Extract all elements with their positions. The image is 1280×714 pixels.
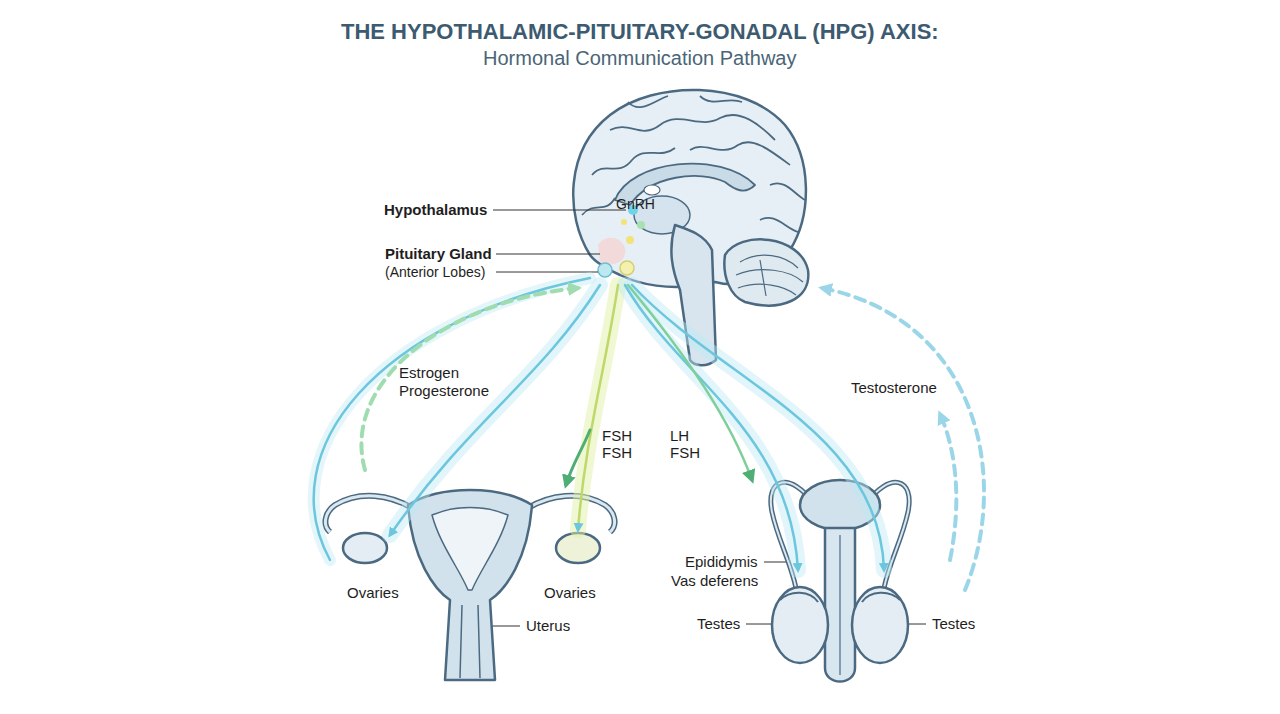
pituitary-lobe <box>598 263 612 277</box>
hormone-label: FSH <box>600 427 634 445</box>
testis <box>852 587 908 663</box>
glow-band <box>578 285 618 530</box>
hypothalamic-area <box>598 238 625 264</box>
hypothalamus-dot <box>637 221 645 229</box>
hormone-label: GnRH <box>616 196 655 213</box>
feedback-line <box>314 278 590 560</box>
cerebellum-folia <box>736 255 803 296</box>
hormone-arrow <box>625 285 798 570</box>
hormone-label: FSH <box>668 444 702 462</box>
drawing-part <box>770 183 805 200</box>
drawing-part <box>760 260 766 296</box>
epididymis <box>780 593 818 602</box>
ovary <box>343 533 387 563</box>
lh-arrow <box>628 285 752 480</box>
gnrh-dot <box>626 236 634 244</box>
drawing-part <box>690 142 790 165</box>
pituitary-lobe <box>620 261 634 275</box>
drawing-part <box>736 270 803 282</box>
hormone-label: Testosterone <box>849 379 939 397</box>
ventricle <box>644 185 660 195</box>
structure-label: Pituitary Gland <box>383 245 494 263</box>
glow-band <box>390 285 600 535</box>
organ-label: Testes <box>930 615 977 633</box>
hormone-label: Progesterone <box>397 382 491 400</box>
organ-label: Ovaries <box>345 584 401 602</box>
structure-sublabel: (Anterior Lobes) <box>383 264 487 281</box>
drawing-part <box>760 218 798 232</box>
drawing-part <box>493 210 626 211</box>
drawing-part <box>746 624 772 625</box>
hormone-arrow <box>390 285 600 535</box>
drawing-part <box>738 284 796 295</box>
drawing-part <box>628 96 668 107</box>
testis <box>772 587 828 663</box>
hormone-label: Estrogen <box>397 364 461 382</box>
organ-label: Testes <box>695 615 742 633</box>
glow-band <box>314 278 590 560</box>
epididymis <box>862 593 900 602</box>
cerebellum <box>724 239 808 305</box>
drawing-part <box>610 115 775 140</box>
leader-lines <box>478 210 926 626</box>
subtitle: Hormonal Communication Pathway <box>483 46 796 70</box>
hormone-pathways <box>314 278 984 590</box>
organ-label: Uterus <box>524 617 572 635</box>
hormone-arrow <box>578 285 618 530</box>
penis <box>825 528 855 682</box>
diagram-title: THE HYPOTHALAMIC-PITUITARY-GONADAL (HPG)… <box>341 19 939 45</box>
hypothalamus-dot <box>621 219 627 225</box>
feedback-arrow <box>361 288 578 470</box>
drawing-part <box>700 96 742 102</box>
uterine-cavity <box>432 508 508 591</box>
organ-label: Epididymis <box>683 553 760 571</box>
glow-band <box>632 285 884 570</box>
fsh-arrow <box>566 430 590 485</box>
drawing-part <box>908 624 926 625</box>
structure-label: Hypothalamus <box>382 201 489 219</box>
vaginal-canal <box>460 605 480 678</box>
gyri <box>582 96 805 232</box>
organ-label: Ovaries <box>542 584 598 602</box>
drawing-part <box>839 535 840 675</box>
drawing-part <box>496 272 598 273</box>
uterus <box>408 490 532 680</box>
drawing-part <box>740 255 798 268</box>
drawing-part <box>496 254 600 255</box>
hormone-arrow <box>632 285 884 570</box>
hormone-label: LH <box>668 427 691 445</box>
drawing-part <box>582 198 615 215</box>
feedback-arrow <box>940 414 956 560</box>
hormone-label: FSH <box>600 444 634 462</box>
organ-label: Vas deferens <box>669 572 760 590</box>
feedback-arrow <box>822 288 984 590</box>
glow-band <box>625 285 798 570</box>
